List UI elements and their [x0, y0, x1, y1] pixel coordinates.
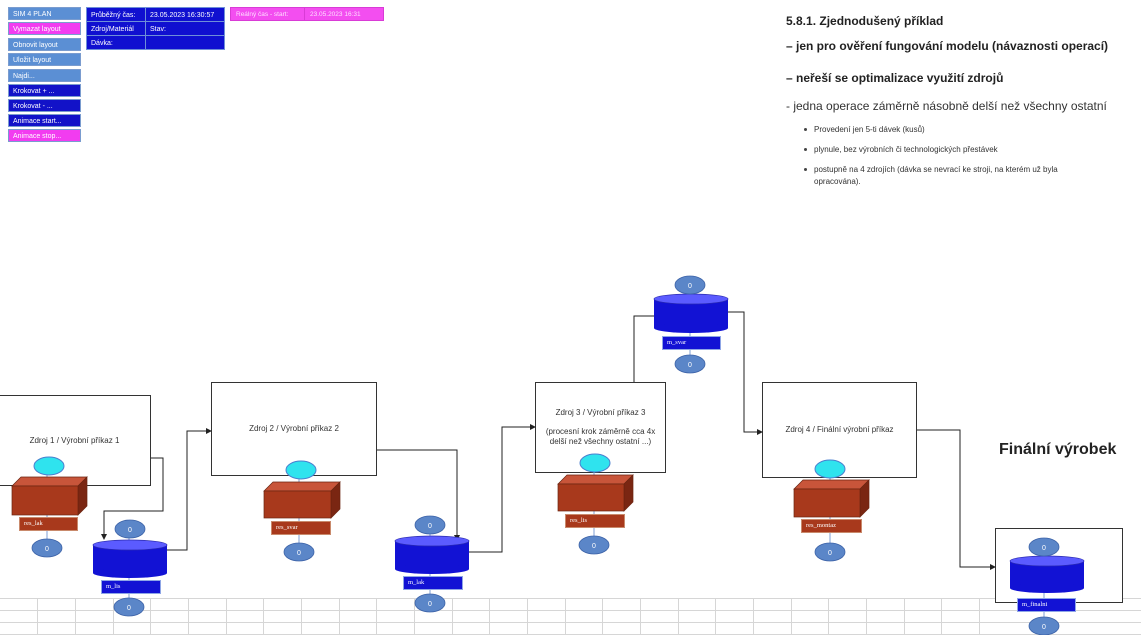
bullet-1: Provedení jen 5-ti dávek (kusů) [814, 125, 925, 134]
process-box-1[interactable]: Zdroj 1 / Výrobní příkaz 1 [0, 395, 151, 486]
flow-line [917, 429, 996, 570]
bullet-3: postupně na 4 zdrojích (dávka se nevrací… [814, 165, 1058, 174]
storage-cylinder-m-lis [92, 539, 168, 578]
res-svar-label: res_svar [271, 521, 331, 535]
step-back-button[interactable]: Krokovat - ... [8, 99, 81, 112]
resource-oval [814, 459, 846, 479]
m-svar-top-count: 0 [688, 283, 692, 290]
res-montaz-count: 0 [828, 550, 832, 557]
slide-title: 5.8.1. Zjednodušený příklad [786, 14, 944, 28]
process-2-label: Zdroj 2 / Výrobní příkaz 2 [249, 424, 339, 433]
m-finalni-label: m_finalni [1017, 598, 1076, 612]
save-layout-button[interactable]: Uložit layout [8, 53, 81, 66]
process-box-2[interactable]: Zdroj 2 / Výrobní příkaz 2 [211, 382, 377, 476]
process-1-label: Zdroj 1 / Výrobní příkaz 1 [29, 435, 120, 445]
resource-oval [285, 460, 317, 480]
resource-oval [33, 456, 65, 476]
counter-oval [578, 535, 610, 555]
res-svar-count: 0 [297, 550, 301, 557]
resource-block-4 [793, 479, 870, 518]
counter-oval [1028, 537, 1060, 557]
slide-line-2: – neřeší se optimalizace využití zdrojů [786, 71, 1004, 85]
flow-line [377, 449, 460, 541]
res-lis-label: res_lis [565, 514, 625, 528]
bullet-dot [804, 128, 807, 131]
m-lis-label: m_lis [101, 580, 161, 594]
flow-line [101, 457, 164, 540]
counter-oval [1028, 616, 1060, 635]
process-3-note: (procesní krok záměrně cca 4x delší než … [545, 427, 656, 446]
bullet-dot [804, 168, 807, 171]
sim4plan-button[interactable]: SIM 4 PLAN [8, 7, 81, 20]
m-lak-top-count: 0 [428, 523, 432, 530]
counter-oval [674, 275, 706, 295]
storage-cylinder-m-svar [653, 293, 729, 333]
m-finalni-bottom-count: 0 [1042, 624, 1046, 631]
resource-block-3 [557, 474, 634, 512]
process-3-label: Zdroj 3 / Výrobní příkaz 3 [555, 408, 646, 417]
counter-oval [113, 597, 145, 617]
counter-oval [674, 354, 706, 374]
res-lis-count: 0 [592, 543, 596, 550]
process-4-label: Zdroj 4 / Finální výrobní příkaz [785, 425, 894, 434]
resource-oval [579, 453, 611, 473]
real-time-value: 23.05.2023 16:31 [304, 7, 384, 21]
m-lak-bottom-count: 0 [428, 601, 432, 608]
counter-oval [814, 542, 846, 562]
counter-oval [414, 515, 446, 535]
storage-cylinder-m-lak [394, 535, 470, 574]
clear-layout-button[interactable]: Vymazat layout [8, 22, 81, 35]
bullet-dot [804, 148, 807, 151]
bullet-3-cont: opracována). [814, 177, 861, 186]
bullet-2: plynule, bez výrobních či technologickýc… [814, 145, 998, 154]
counter-oval [31, 538, 63, 558]
res-lak-count: 0 [45, 546, 49, 553]
res-montaz-label: res_montaz [801, 519, 862, 533]
slide-line-1: – jen pro ověření fungování modelu (náva… [786, 39, 1109, 53]
storage-cylinder-m-finalni [1009, 555, 1085, 593]
m-lak-label: m_lak [403, 576, 463, 590]
resource-block-1 [11, 476, 88, 516]
flow-line [728, 311, 763, 435]
counter-oval [114, 519, 146, 539]
animation-start-button[interactable]: Animace start... [8, 114, 81, 127]
find-button[interactable]: Najdi... [8, 69, 81, 82]
m-svar-label: m_svar [662, 336, 721, 350]
animation-stop-button[interactable]: Animace stop... [8, 129, 81, 142]
final-product-title: Finální výrobek [999, 441, 1117, 458]
flow-line [633, 315, 654, 382]
m-finalni-top-count: 0 [1042, 545, 1046, 552]
m-lis-bottom-count: 0 [127, 605, 131, 612]
flow-line [469, 424, 536, 553]
step-forward-button[interactable]: Krokovat + ... [8, 84, 81, 97]
m-lis-top-count: 0 [128, 527, 132, 534]
restore-layout-button[interactable]: Obnovit layout [8, 38, 81, 51]
counter-oval [283, 542, 315, 562]
res-lak-label: res_lak [19, 517, 78, 531]
slide-line-3: - jedna operace záměrně násobně delší ne… [786, 99, 1107, 113]
resource-block-2 [263, 481, 341, 519]
flow-line [167, 428, 212, 551]
batch-value [145, 35, 225, 50]
counter-oval [414, 593, 446, 613]
state-label: Stav: [145, 21, 225, 36]
m-svar-bottom-count: 0 [688, 362, 692, 369]
